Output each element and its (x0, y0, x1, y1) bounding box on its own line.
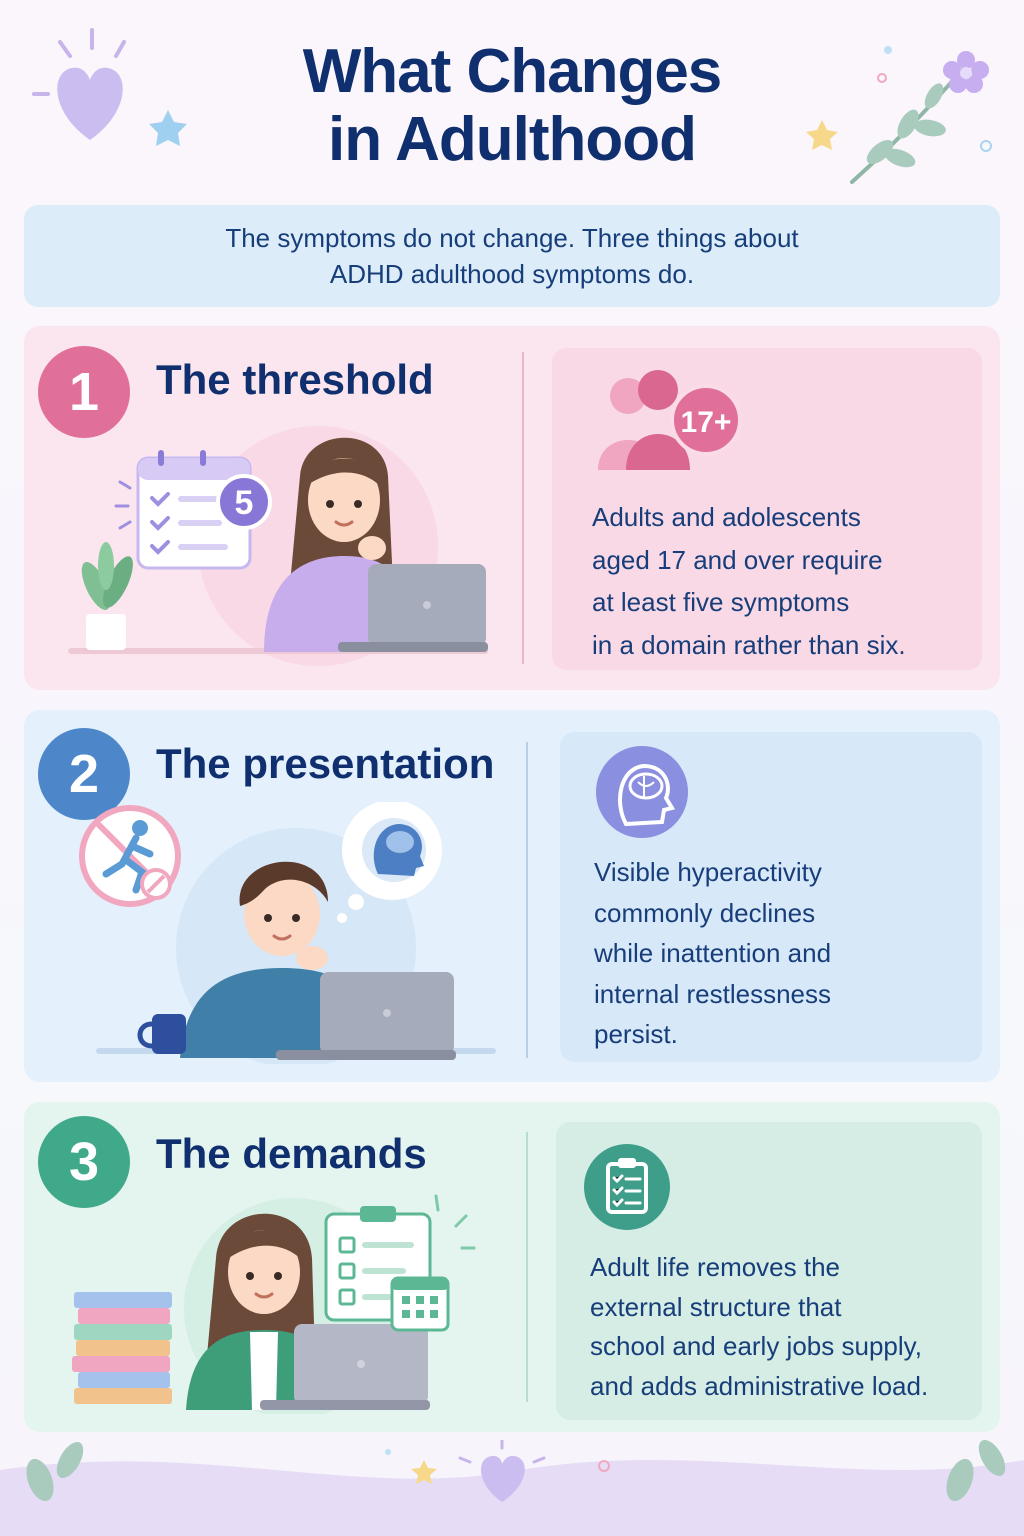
section-title: The demands (156, 1130, 427, 1177)
woman-with-books-illustration (72, 1194, 476, 1414)
mug-icon (137, 1014, 186, 1054)
clipboard-checklist-icon (584, 1144, 670, 1230)
card-line: external structure that (590, 1291, 842, 1322)
section-title: The presentation (156, 740, 495, 787)
svg-text:5: 5 (235, 484, 254, 522)
checklist-calendar-icon: 5 (114, 450, 272, 570)
card-text: Visible hyperactivity commonly declines … (594, 852, 974, 1055)
section-number: 1 (38, 346, 130, 438)
woman-at-laptop-illustration: 5 (68, 426, 488, 666)
info-card: Visible hyperactivity commonly declines … (560, 732, 982, 1062)
section-number: 3 (38, 1116, 130, 1208)
heart-icon (57, 67, 123, 140)
card-line: Visible hyperactivity (594, 857, 822, 887)
laptop-icon (276, 972, 456, 1060)
section-demands: 3 The demands (24, 1102, 1000, 1432)
section-threshold: 1 The threshold 5 (24, 326, 1000, 690)
page-title: What Changes in Adulthood (0, 38, 1024, 174)
info-card: 17+ Adults and adolescents aged 17 and o… (552, 348, 982, 670)
thought-bubble-brain-icon (337, 802, 442, 923)
card-line: and adds administrative load. (590, 1370, 929, 1401)
section-divider (522, 352, 524, 664)
card-text: Adults and adolescents aged 17 and over … (592, 496, 972, 666)
card-line: Adults and adolescents (592, 502, 861, 532)
bottom-wave-decoration (0, 1440, 1024, 1536)
no-running-icon (79, 805, 181, 907)
star-icon (806, 120, 838, 150)
card-line: at least five symptoms (592, 587, 850, 617)
card-line: while inattention and (594, 938, 832, 968)
title-line-2: in Adulthood (328, 105, 697, 174)
star-icon (149, 110, 187, 146)
section-presentation: 2 The presentation (24, 710, 1000, 1082)
card-line: school and early jobs supply, (590, 1331, 922, 1361)
flower-icon (943, 51, 989, 93)
laptop-icon (260, 1324, 430, 1410)
plant-icon (81, 542, 133, 650)
title-line-1: What Changes (302, 37, 723, 106)
card-line: Adult life removes the (590, 1252, 841, 1282)
section-divider (526, 1132, 528, 1402)
card-text: Adult life removes the external structur… (590, 1248, 980, 1406)
man-at-laptop-illustration (79, 802, 496, 1064)
heart-icon (481, 1455, 525, 1502)
star-icon (411, 1460, 437, 1484)
card-line: internal restlessness (594, 978, 831, 1009)
clipboard-calendar-icon (324, 1194, 476, 1332)
heart-sparkle-decoration (32, 28, 187, 146)
section-divider (526, 742, 528, 1058)
section-number: 2 (38, 728, 130, 820)
card-line: in a domain rather than six. (592, 629, 906, 660)
intro-line-2: ADHD adulthood symptoms do. (329, 259, 695, 289)
people-age-icon: 17+ (598, 370, 742, 470)
age-badge: 17+ (681, 406, 732, 439)
brain-head-icon (596, 746, 688, 838)
intro-banner: The symptoms do not change. Three things… (24, 205, 1000, 307)
section-title: The threshold (156, 356, 434, 403)
intro-line-1: The symptoms do not change. Three things… (225, 223, 799, 253)
books-stack-icon (72, 1292, 172, 1404)
info-card: Adult life removes the external structur… (556, 1122, 982, 1420)
laptop-icon (338, 564, 488, 652)
card-line: persist. (594, 1019, 678, 1049)
flower-branch-decoration (806, 46, 992, 184)
card-line: commonly declines (594, 897, 816, 928)
card-line: aged 17 and over require (592, 544, 883, 575)
